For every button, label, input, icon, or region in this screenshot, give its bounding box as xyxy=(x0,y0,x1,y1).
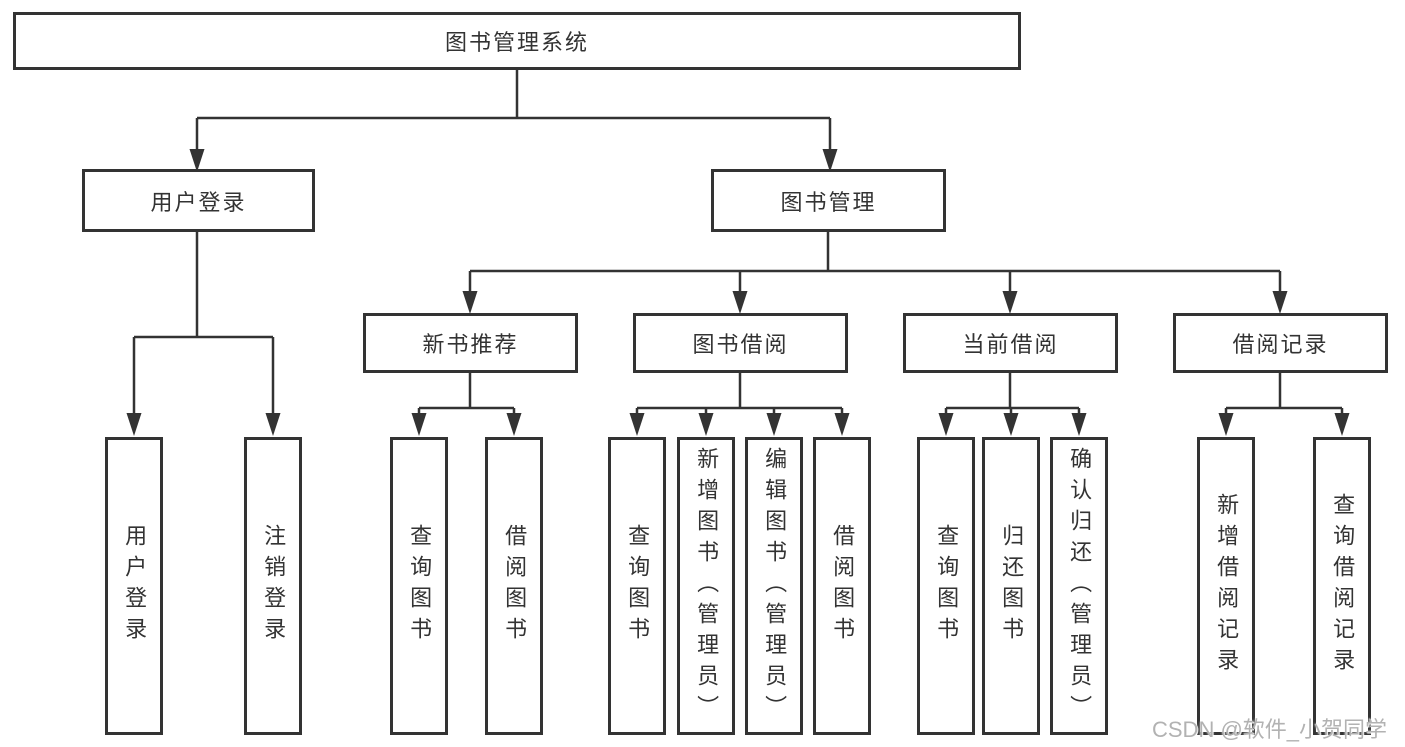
node-leaf-query-books-1: 查询图书 xyxy=(390,437,448,735)
node-label: 借阅图书 xyxy=(830,524,856,648)
arrowhead-to-book-borrow xyxy=(732,291,748,314)
node-leaf-borrow-books-1: 借阅图书 xyxy=(485,437,543,735)
connector-book-management-to-level3-lines xyxy=(468,231,1282,293)
arrowhead-to-leaf-borrow-books-1 xyxy=(506,413,522,436)
arrowhead-to-leaf-return-books xyxy=(1003,413,1019,436)
node-leaf-query-borrow-record: 查询借阅记录 xyxy=(1313,437,1371,735)
arrowhead-to-leaf-query-books-3 xyxy=(938,413,954,436)
node-label: 查询借阅记录 xyxy=(1330,493,1356,679)
node-label: 编辑图书（管理员） xyxy=(762,446,788,726)
arrowhead-to-leaf-borrow-books-2 xyxy=(834,413,850,436)
arrowhead-to-current-borrow xyxy=(1002,291,1018,314)
node-leaf-edit-books-admin: 编辑图书（管理员） xyxy=(745,437,803,735)
node-label: 图书管理系统 xyxy=(444,30,589,55)
node-label: 查询图书 xyxy=(625,524,651,648)
arrowhead-to-leaf-query-books-1 xyxy=(411,413,427,436)
node-user-login: 用户登录 xyxy=(82,169,315,232)
connector-borrow-records-to-leaves-lines xyxy=(1224,372,1344,416)
node-current-borrow: 当前借阅 xyxy=(903,313,1118,373)
node-label: 图书借阅 xyxy=(692,332,789,357)
node-label: 借阅记录 xyxy=(1232,332,1329,357)
arrowhead-to-leaf-query-borrow-record xyxy=(1334,413,1350,436)
node-leaf-return-books: 归还图书 xyxy=(982,437,1040,735)
node-leaf-query-books-3: 查询图书 xyxy=(917,437,975,735)
node-label: 确认归还（管理员） xyxy=(1067,446,1093,726)
arrowhead-to-leaf-add-books xyxy=(698,413,714,436)
node-leaf-add-borrow-record: 新增借阅记录 xyxy=(1197,437,1255,735)
arrowhead-to-new-book-recommend xyxy=(462,291,478,314)
arrowhead-to-leaf-confirm-return xyxy=(1071,413,1087,436)
node-label: 新书推荐 xyxy=(422,332,519,357)
node-label: 新增借阅记录 xyxy=(1214,493,1240,679)
node-label: 查询图书 xyxy=(407,524,433,648)
node-label: 归还图书 xyxy=(999,524,1025,648)
node-label: 查询图书 xyxy=(934,524,960,648)
arrowhead-to-leaf-logout xyxy=(265,413,281,436)
node-borrow-records: 借阅记录 xyxy=(1173,313,1388,373)
node-library-management-system: 图书管理系统 xyxy=(13,12,1021,70)
arrowhead-to-leaf-edit-books xyxy=(766,413,782,436)
node-leaf-borrow-books-2: 借阅图书 xyxy=(813,437,871,735)
connector-current-borrow-to-leaves-lines xyxy=(944,372,1081,416)
arrowhead-to-leaf-query-books-2 xyxy=(629,413,645,436)
node-leaf-user-login: 用户登录 xyxy=(105,437,163,735)
connector-user-login-to-leaves-lines xyxy=(132,231,275,416)
watermark: CSDN @软件_小贺同学 xyxy=(1152,717,1388,742)
node-label: 当前借阅 xyxy=(962,332,1059,357)
node-new-book-recommend: 新书推荐 xyxy=(363,313,578,373)
node-leaf-query-books-2: 查询图书 xyxy=(608,437,666,735)
connector-book-borrow-to-leaves-lines xyxy=(635,372,844,416)
node-leaf-logout: 注销登录 xyxy=(244,437,302,735)
connector-root-to-level2-lines xyxy=(195,69,832,152)
connector-new-book-recommend-to-leaves-lines xyxy=(417,372,516,416)
node-label: 借阅图书 xyxy=(502,524,528,648)
node-leaf-add-books-admin: 新增图书（管理员） xyxy=(677,437,735,735)
node-label: 新增图书（管理员） xyxy=(694,446,720,726)
node-book-borrow: 图书借阅 xyxy=(633,313,848,373)
node-label: 注销登录 xyxy=(261,524,287,648)
arrowhead-to-leaf-add-borrow-record xyxy=(1218,413,1234,436)
arrowhead-to-leaf-user-login xyxy=(126,413,142,436)
node-label: 用户登录 xyxy=(150,189,247,215)
arrowhead-to-borrow-records xyxy=(1272,291,1288,314)
node-label: 图书管理 xyxy=(780,189,877,215)
node-book-management: 图书管理 xyxy=(711,169,946,232)
node-label: 用户登录 xyxy=(122,524,148,648)
node-leaf-confirm-return-admin: 确认归还（管理员） xyxy=(1050,437,1108,735)
